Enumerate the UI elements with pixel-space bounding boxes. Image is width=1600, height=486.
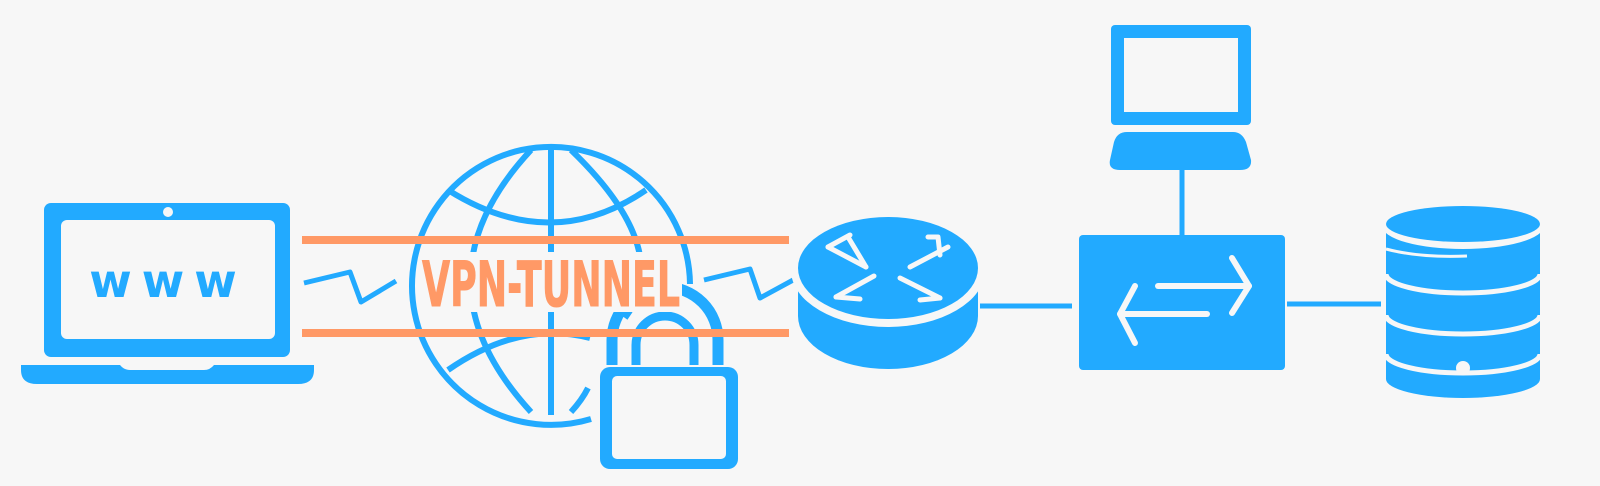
- router-icon: [791, 213, 985, 369]
- switch-body: [1079, 235, 1285, 370]
- padlock-shackle-inner: [631, 311, 699, 365]
- laptop-base: [21, 365, 314, 384]
- laptop-icon: www: [21, 203, 314, 384]
- router-arrows: [825, 232, 951, 303]
- globe-meridian-right-lower: [568, 386, 591, 415]
- globe-latitude-upper: [446, 187, 648, 226]
- globe-outline: [409, 143, 693, 428]
- db-separator-1: [1383, 273, 1543, 296]
- switch-icon: [1079, 235, 1285, 370]
- wireless-link-globe-router: [703, 266, 797, 301]
- computer-base: [1109, 132, 1252, 170]
- db-separator-2: [1383, 314, 1543, 337]
- desktop-computer-icon: [1109, 25, 1252, 170]
- db-top: [1386, 206, 1540, 242]
- tunnel-label-backdrop: [420, 252, 682, 312]
- router-top: [798, 217, 978, 319]
- laptop-camera: [163, 207, 173, 217]
- padlock-body-inner: [612, 376, 726, 459]
- database-icon: [1382, 203, 1544, 398]
- laptop-screen: [61, 220, 275, 339]
- db-body: [1386, 225, 1540, 398]
- padlock-icon: [600, 281, 738, 469]
- tunnel-label: VPN-TUNNEL: [422, 248, 680, 321]
- wireless-link-laptop-globe: [303, 269, 398, 305]
- laptop-screen-text: www: [89, 254, 247, 308]
- db-inner-curve: [1385, 247, 1468, 258]
- vpn-tunnel: VPN-TUNNEL: [302, 236, 789, 337]
- globe-latitude-lower: [446, 330, 591, 373]
- monitor-screen: [1124, 38, 1238, 112]
- db-status-light: [1456, 361, 1470, 375]
- switch-arrows: [1117, 255, 1252, 346]
